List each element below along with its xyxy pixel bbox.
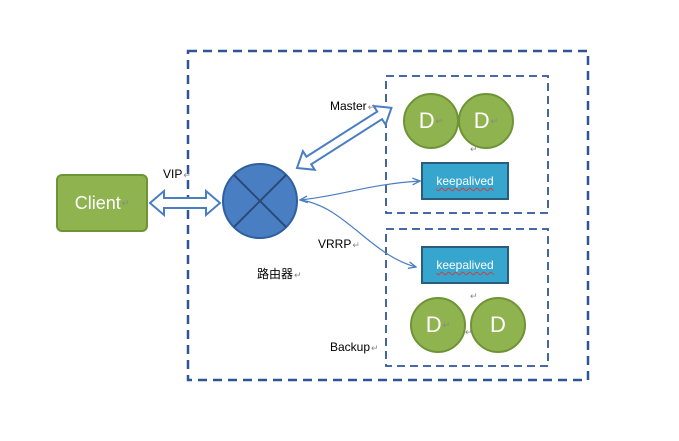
master-director-2: D↵ <box>458 93 514 149</box>
vrrp-arrow-backup <box>299 199 416 267</box>
client-node: Client↵ <box>56 174 148 232</box>
backup-keepalived-box: keepalived <box>421 246 509 284</box>
vrrp-label-wrap: VRRP↵ <box>318 237 360 252</box>
paragraph-return-mark-icon: ↵ <box>121 197 130 208</box>
client-router-double-arrow <box>148 188 222 218</box>
vip-label: VIP <box>163 167 183 181</box>
paragraph-return-mark-icon: ↵ <box>465 327 473 337</box>
vrrp-arrow-master <box>300 181 420 200</box>
master-director-1: D↵ <box>403 93 459 149</box>
master-group-boundary <box>385 75 549 214</box>
vrrp-label: VRRP <box>318 237 352 251</box>
backup-group-boundary <box>385 228 549 367</box>
master-keepalived-box: keepalived <box>421 162 509 200</box>
paragraph-return-mark-icon: ↵ <box>490 115 499 126</box>
router-label-wrap: 路由器↵ <box>257 267 302 282</box>
master-label: Master <box>330 99 367 113</box>
director-label: D <box>490 312 506 337</box>
paragraph-return-mark-icon: ↵ <box>352 240 360 250</box>
keepalived-label: keepalived <box>436 174 494 188</box>
router-icon <box>222 163 298 239</box>
backup-label: Backup <box>330 340 371 354</box>
director-label: D <box>473 108 490 133</box>
backup-director-1: D↵ <box>410 297 466 353</box>
backup-director-2: D <box>470 297 526 353</box>
paragraph-return-mark-icon: ↵ <box>470 144 478 154</box>
keepalived-label: keepalived <box>436 258 494 272</box>
paragraph-return-mark-icon: ↵ <box>442 319 451 330</box>
router-master-double-arrow <box>295 104 393 171</box>
paragraph-return-mark-icon: ↵ <box>371 343 379 353</box>
paragraph-return-mark-icon: ↵ <box>183 170 191 180</box>
cluster-boundary <box>186 49 590 382</box>
client-label: Client <box>74 192 121 213</box>
backup-label-wrap: Backup↵ <box>330 340 379 355</box>
router-label: 路由器 <box>257 267 294 281</box>
director-label: D <box>425 312 442 337</box>
paragraph-return-mark-icon: ↵ <box>470 291 478 301</box>
director-label: D <box>418 108 435 133</box>
paragraph-return-mark-icon: ↵ <box>435 115 444 126</box>
vip-label-wrap: VIP↵ <box>163 167 191 182</box>
paragraph-return-mark-icon: ↵ <box>294 270 302 280</box>
paragraph-return-mark-icon: ↵ <box>367 102 376 112</box>
master-label-wrap: Master↵ <box>330 99 375 114</box>
